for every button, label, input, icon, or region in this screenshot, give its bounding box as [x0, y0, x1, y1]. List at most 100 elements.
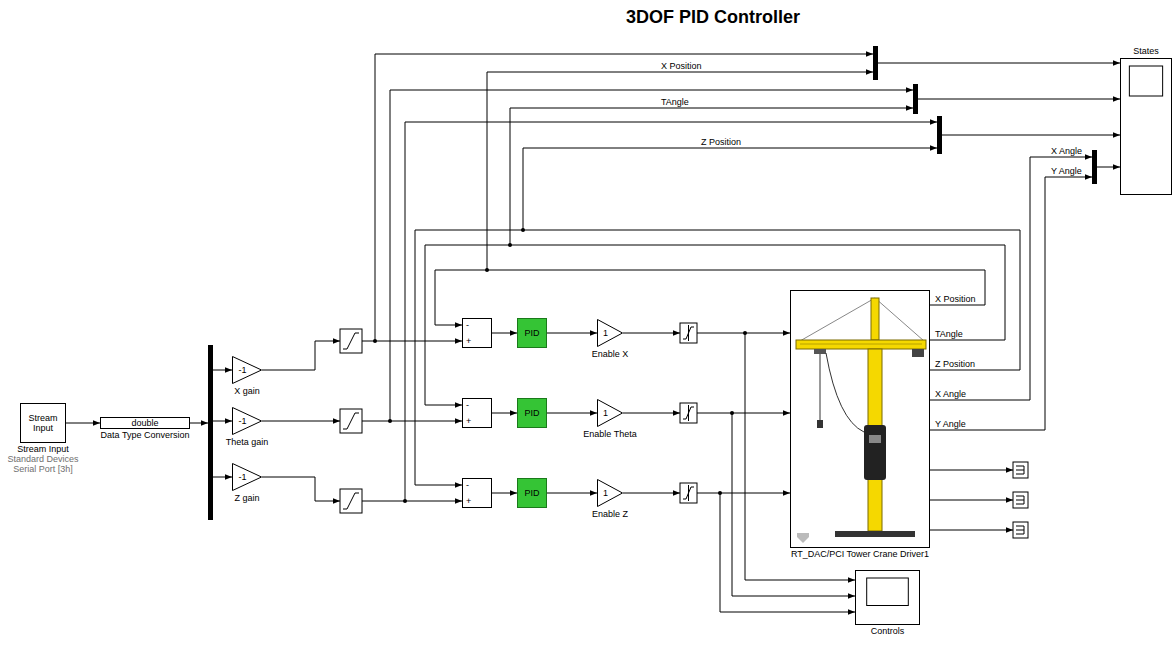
enable-gain-block: 1Enable Z — [597, 479, 623, 507]
block-text: -1 — [238, 365, 246, 375]
block-label: Theta gain — [226, 437, 269, 447]
crane-ground — [791, 291, 929, 547]
signal-wire — [930, 530, 1013, 531]
saturation-block — [680, 403, 697, 423]
block-label: Enable Theta — [583, 429, 636, 439]
saturation-symbol — [683, 485, 694, 501]
block-text: PID — [524, 408, 539, 418]
crane-hoist-cable — [820, 354, 821, 420]
block-label: Enable Z — [592, 509, 628, 519]
crane-tower — [868, 349, 882, 531]
gain-triangle — [233, 357, 262, 384]
triangle-outline — [597, 399, 623, 427]
signal-label-holder: X Position — [934, 294, 977, 304]
rate-limiter-block — [340, 329, 362, 353]
rate-limiter-symbol — [343, 493, 359, 509]
sum-block: -+ — [462, 478, 492, 508]
signal-label: X Angle — [934, 389, 967, 399]
mux-bar — [208, 345, 213, 520]
signal-wire — [878, 63, 1120, 64]
block-label-group: Data Type Conversion — [101, 430, 190, 440]
tower-crane-illustration — [791, 291, 929, 547]
signal-wire — [510, 108, 913, 245]
block-text: double — [131, 418, 158, 428]
sum-block: -+ — [462, 398, 492, 428]
signal-label: Z Position — [934, 359, 976, 369]
crane-base — [835, 531, 915, 537]
signal-wire — [623, 333, 680, 334]
pid-block: PID — [517, 398, 547, 428]
scope-icon — [856, 571, 919, 624]
signal-line — [66, 423, 100, 424]
signal-line — [425, 245, 1005, 405]
terminator-symbol — [1016, 496, 1024, 504]
branch-dot — [373, 339, 377, 343]
rate-limiter-symbol — [343, 333, 359, 349]
scope-block: States — [1120, 58, 1172, 195]
gain-triangle — [598, 480, 623, 507]
block-text: 1 — [603, 328, 608, 338]
block-label-group: Enable Z — [592, 509, 628, 519]
triangle-outline — [597, 479, 623, 507]
signal-label-holder: Z Position — [934, 359, 976, 369]
block-text: - — [466, 400, 469, 410]
crane-mast-top — [871, 298, 879, 340]
block-label: States — [1133, 46, 1159, 56]
signal-line — [492, 413, 517, 414]
signal-wire — [190, 423, 208, 424]
crane-jib-lattice — [800, 344, 922, 345]
saturation-symbol — [683, 405, 694, 421]
block-label: RT_DAC/PCI Tower Crane Driver1 — [791, 549, 929, 559]
triangle-outline — [232, 356, 262, 384]
signal-wire — [213, 370, 232, 371]
signal-wire — [213, 477, 232, 478]
block-text: PID — [524, 488, 539, 498]
block-label: Data Type Conversion — [101, 430, 190, 440]
signal-label-holder: TAngle — [660, 97, 690, 107]
block-text: 1 — [603, 488, 608, 498]
rate-limiter-symbol — [343, 413, 359, 429]
mux-bar — [913, 84, 918, 114]
gain-block: -1X gain — [232, 356, 262, 384]
signal-line — [492, 493, 517, 494]
branch-dot — [403, 499, 407, 503]
scope-screen — [1129, 66, 1162, 96]
crane-wire — [826, 353, 864, 432]
signal-label: TAngle — [660, 97, 690, 107]
signal-wire — [930, 177, 1092, 430]
block-label-group: RT_DAC/PCI Tower Crane Driver1 — [791, 549, 929, 559]
block-text: Stream Input — [23, 413, 63, 433]
signal-wire — [623, 413, 680, 414]
gain-triangle — [598, 400, 623, 427]
pid-block: PID — [517, 318, 547, 348]
crane-counterweight — [912, 349, 924, 357]
sum-block: -+ — [462, 318, 492, 348]
crane-trolley — [814, 349, 826, 354]
signal-wire — [262, 421, 340, 422]
scope-block: Controls — [855, 570, 920, 625]
signal-wire — [697, 493, 790, 494]
block-label-group: Z gain — [234, 493, 259, 503]
mux-bar — [937, 116, 942, 154]
block-text: - — [466, 480, 469, 490]
crane-stay-cable — [800, 298, 924, 341]
triangle-outline — [597, 319, 623, 347]
crane-control-detail — [869, 435, 881, 443]
signal-line — [492, 333, 517, 334]
block-label: Enable X — [592, 349, 629, 359]
block-text: -1 — [238, 416, 246, 426]
source-block: Stream InputStream InputStandard Devices… — [20, 403, 66, 443]
signal-line — [547, 493, 597, 494]
signal-wire — [918, 99, 1120, 100]
rate-limiter-block — [340, 409, 362, 433]
gain-triangle — [233, 408, 262, 435]
branch-dot — [743, 331, 747, 335]
scope-icon — [1121, 59, 1171, 194]
triangle-outline — [232, 407, 262, 435]
signal-label-holder: Z Position — [700, 137, 742, 147]
signal-wire — [213, 421, 232, 422]
block-label: Controls — [871, 626, 905, 636]
signal-wire — [623, 493, 680, 494]
signal-label-holder: X Angle — [934, 389, 967, 399]
